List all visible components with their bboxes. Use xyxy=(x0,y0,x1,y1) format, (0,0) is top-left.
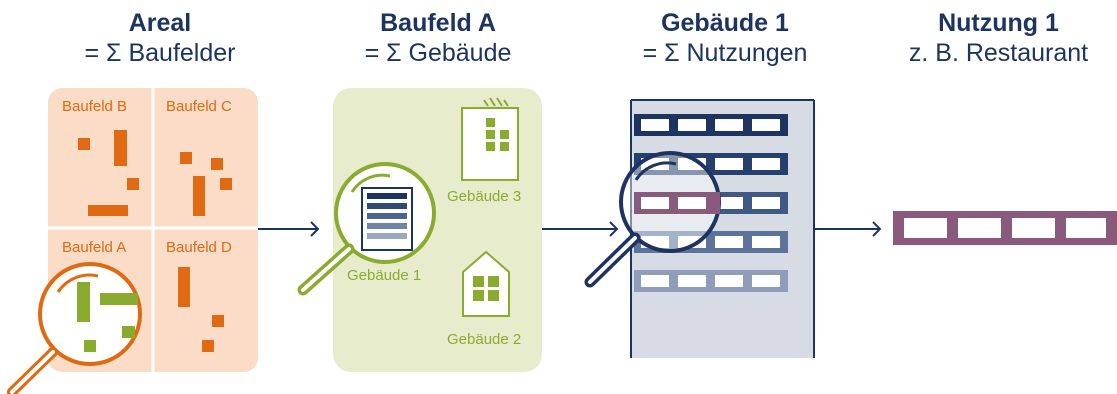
block xyxy=(211,158,223,170)
column-title-nutzung: Nutzung 1 z. B. Restaurant xyxy=(880,8,1117,68)
areal-field-label-d: Baufeld D xyxy=(166,239,232,256)
block xyxy=(193,176,205,216)
baufeld-panel: Gebäude 3 Gebäude 2 Gebäude 1 xyxy=(297,88,542,372)
block xyxy=(202,340,214,352)
areal-field-label-b: Baufeld B xyxy=(62,98,127,115)
arrow-right-icon xyxy=(542,221,619,237)
nutzung-floor xyxy=(893,211,1117,245)
building-icon xyxy=(461,97,519,181)
building-label-1: Gebäude 1 xyxy=(347,267,421,284)
areal-field-label-a: Baufeld A xyxy=(62,239,126,256)
gebaeude-subtitle: = Σ Nutzungen xyxy=(642,39,808,67)
areal-title: Areal xyxy=(128,9,192,37)
column-title-areal: Areal = Σ Baufelder xyxy=(40,8,280,68)
block xyxy=(88,205,128,216)
building-label-2: Gebäude 2 xyxy=(447,331,521,348)
building-elevation xyxy=(584,99,815,358)
gebaeude-title: Gebäude 1 xyxy=(661,9,789,37)
baufeld-subtitle: = Σ Gebäude xyxy=(364,39,512,67)
areal-subtitle: = Σ Baufelder xyxy=(84,39,236,67)
magnifier-icon xyxy=(584,151,721,288)
block xyxy=(180,152,192,164)
nutzung-subtitle: z. B. Restaurant xyxy=(908,39,1089,67)
baufeld-title: Baufeld A xyxy=(380,9,496,37)
areal-grid: Baufeld B Baufeld C Baufeld A Baufeld D xyxy=(7,88,258,394)
block xyxy=(114,130,127,166)
block xyxy=(178,267,190,307)
block xyxy=(78,138,90,150)
building-label-3: Gebäude 3 xyxy=(447,188,521,205)
magnifier-icon xyxy=(297,162,436,296)
block xyxy=(220,178,232,190)
nutzung-title: Nutzung 1 xyxy=(938,9,1059,37)
arrow-right-icon xyxy=(814,221,882,237)
building-icon xyxy=(462,250,510,317)
column-title-baufeld: Baufeld A = Σ Gebäude xyxy=(318,8,558,68)
block xyxy=(212,315,224,327)
arrow-right-icon xyxy=(258,221,320,237)
magnifier-icon xyxy=(7,262,142,394)
areal-field-label-c: Baufeld C xyxy=(166,98,232,115)
column-title-gebaeude: Gebäude 1 = Σ Nutzungen xyxy=(600,8,850,68)
block xyxy=(127,178,139,190)
